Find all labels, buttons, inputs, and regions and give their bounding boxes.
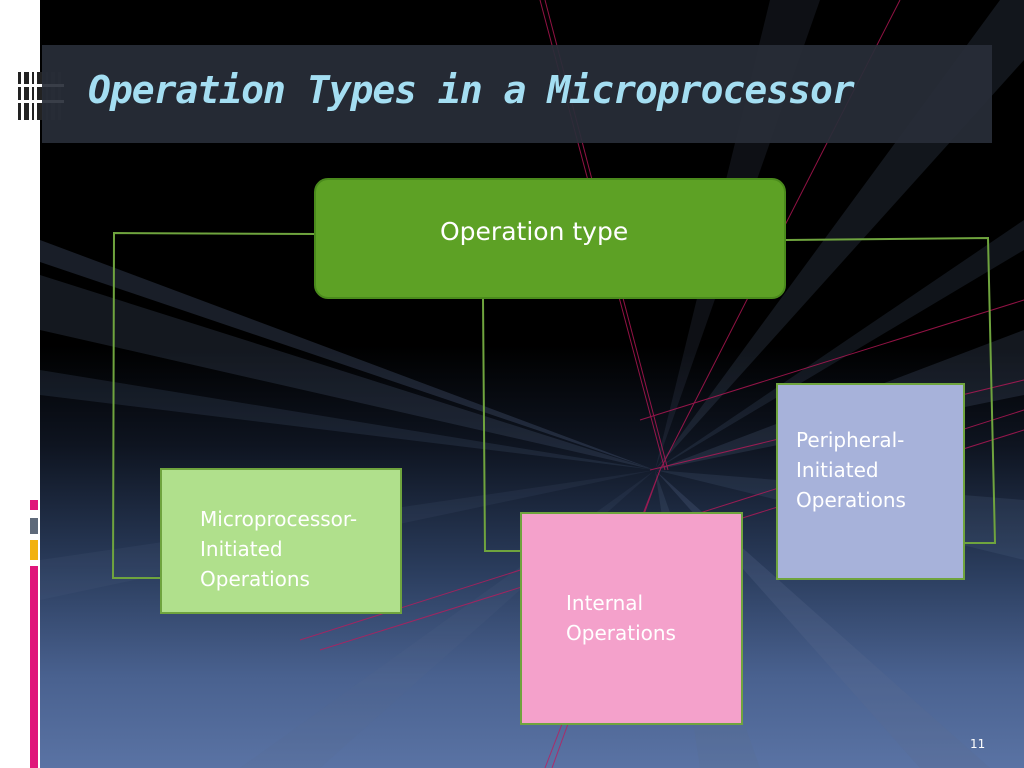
connector-right (785, 236, 997, 544)
connector-center (482, 298, 521, 552)
node-microprocessor-initiated: Microprocessor- Initiated Operations (160, 468, 402, 614)
node-label: Microprocessor- Initiated Operations (200, 507, 358, 591)
page-number: 11 (970, 737, 986, 751)
accent-color-bars (30, 500, 38, 768)
root-node-label: Operation type (440, 217, 629, 246)
node-label: Peripheral- Initiated Operations (796, 428, 906, 512)
connector-left (111, 231, 317, 579)
node-label: Internal Operations (566, 591, 676, 645)
slide-title: Operation Types in a Microprocessor (88, 68, 855, 112)
root-node-operation-type: Operation type (314, 178, 786, 299)
title-bar (42, 45, 992, 143)
node-peripheral-initiated: Peripheral- Initiated Operations (776, 383, 965, 580)
node-internal-operations: Internal Operations (520, 512, 743, 725)
